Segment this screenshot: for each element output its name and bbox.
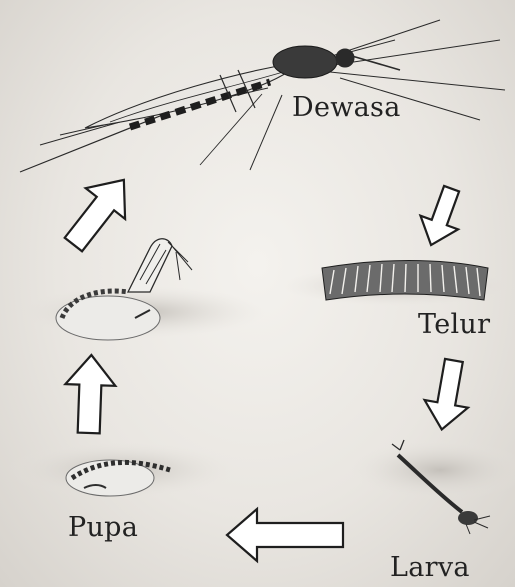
- arrow-pupa-to-emerging: [64, 354, 117, 434]
- arrow-egg-to-larva: [420, 357, 475, 434]
- adult-mosquito-illustration: [20, 20, 505, 172]
- larva-illustration: [350, 440, 515, 534]
- stage-label-larva: Larva: [390, 552, 470, 583]
- stage-label-pupa: Pupa: [68, 512, 138, 543]
- arrow-emerging-to-adult: [54, 165, 144, 260]
- egg-raft-illustration: [282, 261, 515, 307]
- arrow-larva-to-pupa: [227, 509, 343, 561]
- stage-label-egg: Telur: [418, 309, 490, 340]
- arrow-adult-to-egg: [412, 182, 470, 252]
- pupa-illustration: [5, 442, 235, 498]
- emerging-adult-illustration: [15, 239, 265, 340]
- stage-label-adult: Dewasa: [292, 92, 401, 123]
